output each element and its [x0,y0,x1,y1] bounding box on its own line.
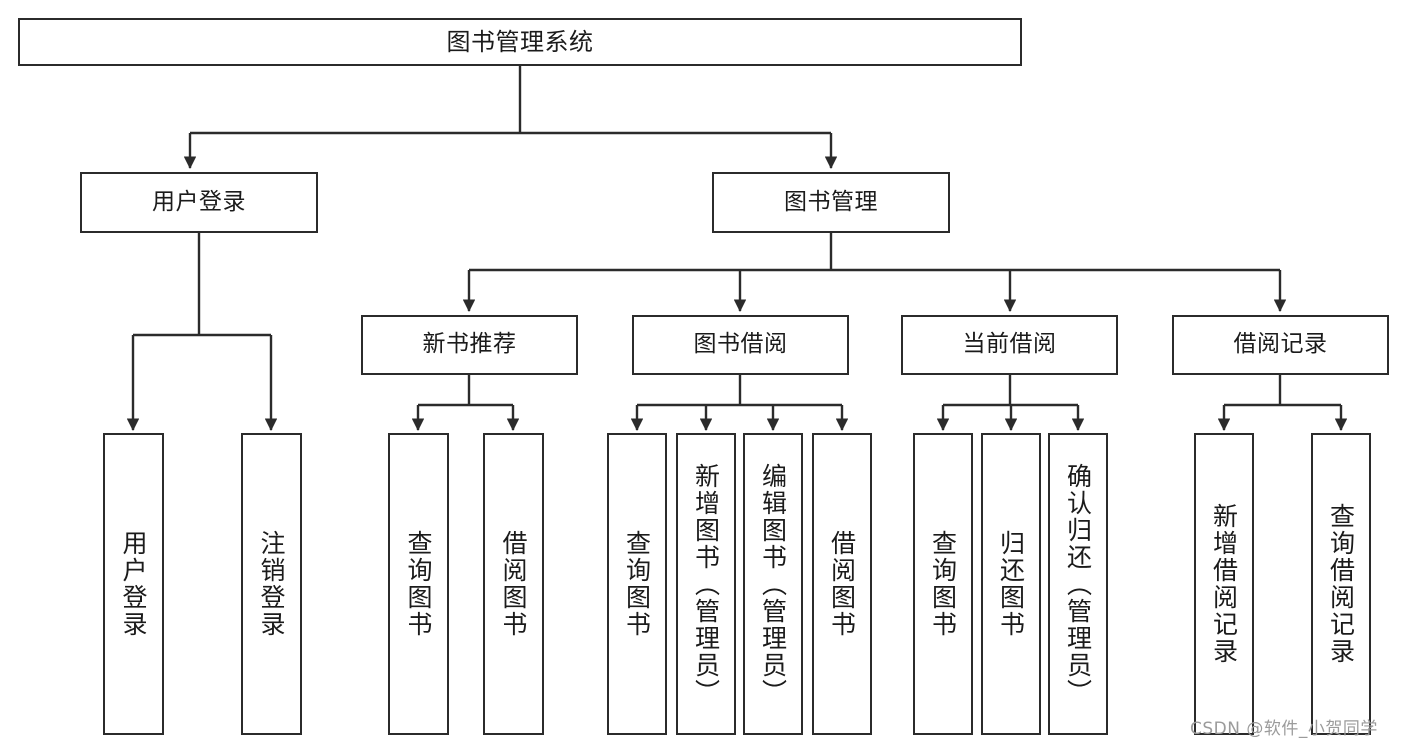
node-label: 图书管理 [784,188,878,215]
node-new-book-recommend[interactable]: 新书推荐 [361,315,578,375]
leaf-borrow-query-book[interactable]: 查询图书 [607,433,667,735]
leaf-user-login-signout[interactable]: 注销登录 [241,433,302,735]
node-label: 查询图书 [404,530,433,638]
leaf-borrow-borrow-book[interactable]: 借阅图书 [812,433,872,735]
node-borrow-record[interactable]: 借阅记录 [1172,315,1389,375]
leaf-new-book-query[interactable]: 查询图书 [388,433,449,735]
node-label: 借阅记录 [1233,331,1328,358]
node-current-borrow[interactable]: 当前借阅 [901,315,1118,375]
node-label: 用户登录 [119,530,148,638]
leaf-new-book-borrow[interactable]: 借阅图书 [483,433,544,735]
node-label: 图书管理系统 [446,27,594,56]
leaf-current-return-book[interactable]: 归还图书 [981,433,1041,735]
node-label: 新增借阅记录 [1209,503,1239,665]
node-label: 当前借阅 [962,331,1057,358]
node-label: 查询图书 [928,530,958,638]
node-user-login[interactable]: 用户登录 [80,172,318,233]
leaf-borrow-edit-book-admin[interactable]: 编辑图书（管理员） [743,433,803,735]
leaf-current-confirm-return-admin[interactable]: 确认归还（管理员） [1048,433,1108,735]
node-root-book-management-system[interactable]: 图书管理系统 [18,18,1022,66]
leaf-record-query-record[interactable]: 查询借阅记录 [1311,433,1371,735]
node-label: 借阅图书 [499,530,528,638]
node-label: 新书推荐 [422,331,517,358]
node-label: 确认归还（管理员） [1063,462,1093,706]
node-label: 借阅图书 [827,530,857,638]
csdn-watermark: CSDN @软件_小贺同学 [1190,719,1378,739]
node-book-borrow[interactable]: 图书借阅 [632,315,849,375]
leaf-current-query-book[interactable]: 查询图书 [913,433,973,735]
node-label: 用户登录 [152,188,246,215]
node-label: 注销登录 [257,530,286,638]
node-label: 查询借阅记录 [1326,503,1356,665]
node-label: 查询图书 [622,530,652,638]
leaf-borrow-add-book-admin[interactable]: 新增图书（管理员） [676,433,736,735]
node-label: 归还图书 [996,530,1026,638]
node-book-management[interactable]: 图书管理 [712,172,950,233]
leaf-user-login-signin[interactable]: 用户登录 [103,433,164,735]
leaf-record-add-record[interactable]: 新增借阅记录 [1194,433,1254,735]
node-label: 新增图书（管理员） [691,462,721,706]
node-label: 图书借阅 [693,331,788,358]
node-label: 编辑图书（管理员） [758,462,788,706]
